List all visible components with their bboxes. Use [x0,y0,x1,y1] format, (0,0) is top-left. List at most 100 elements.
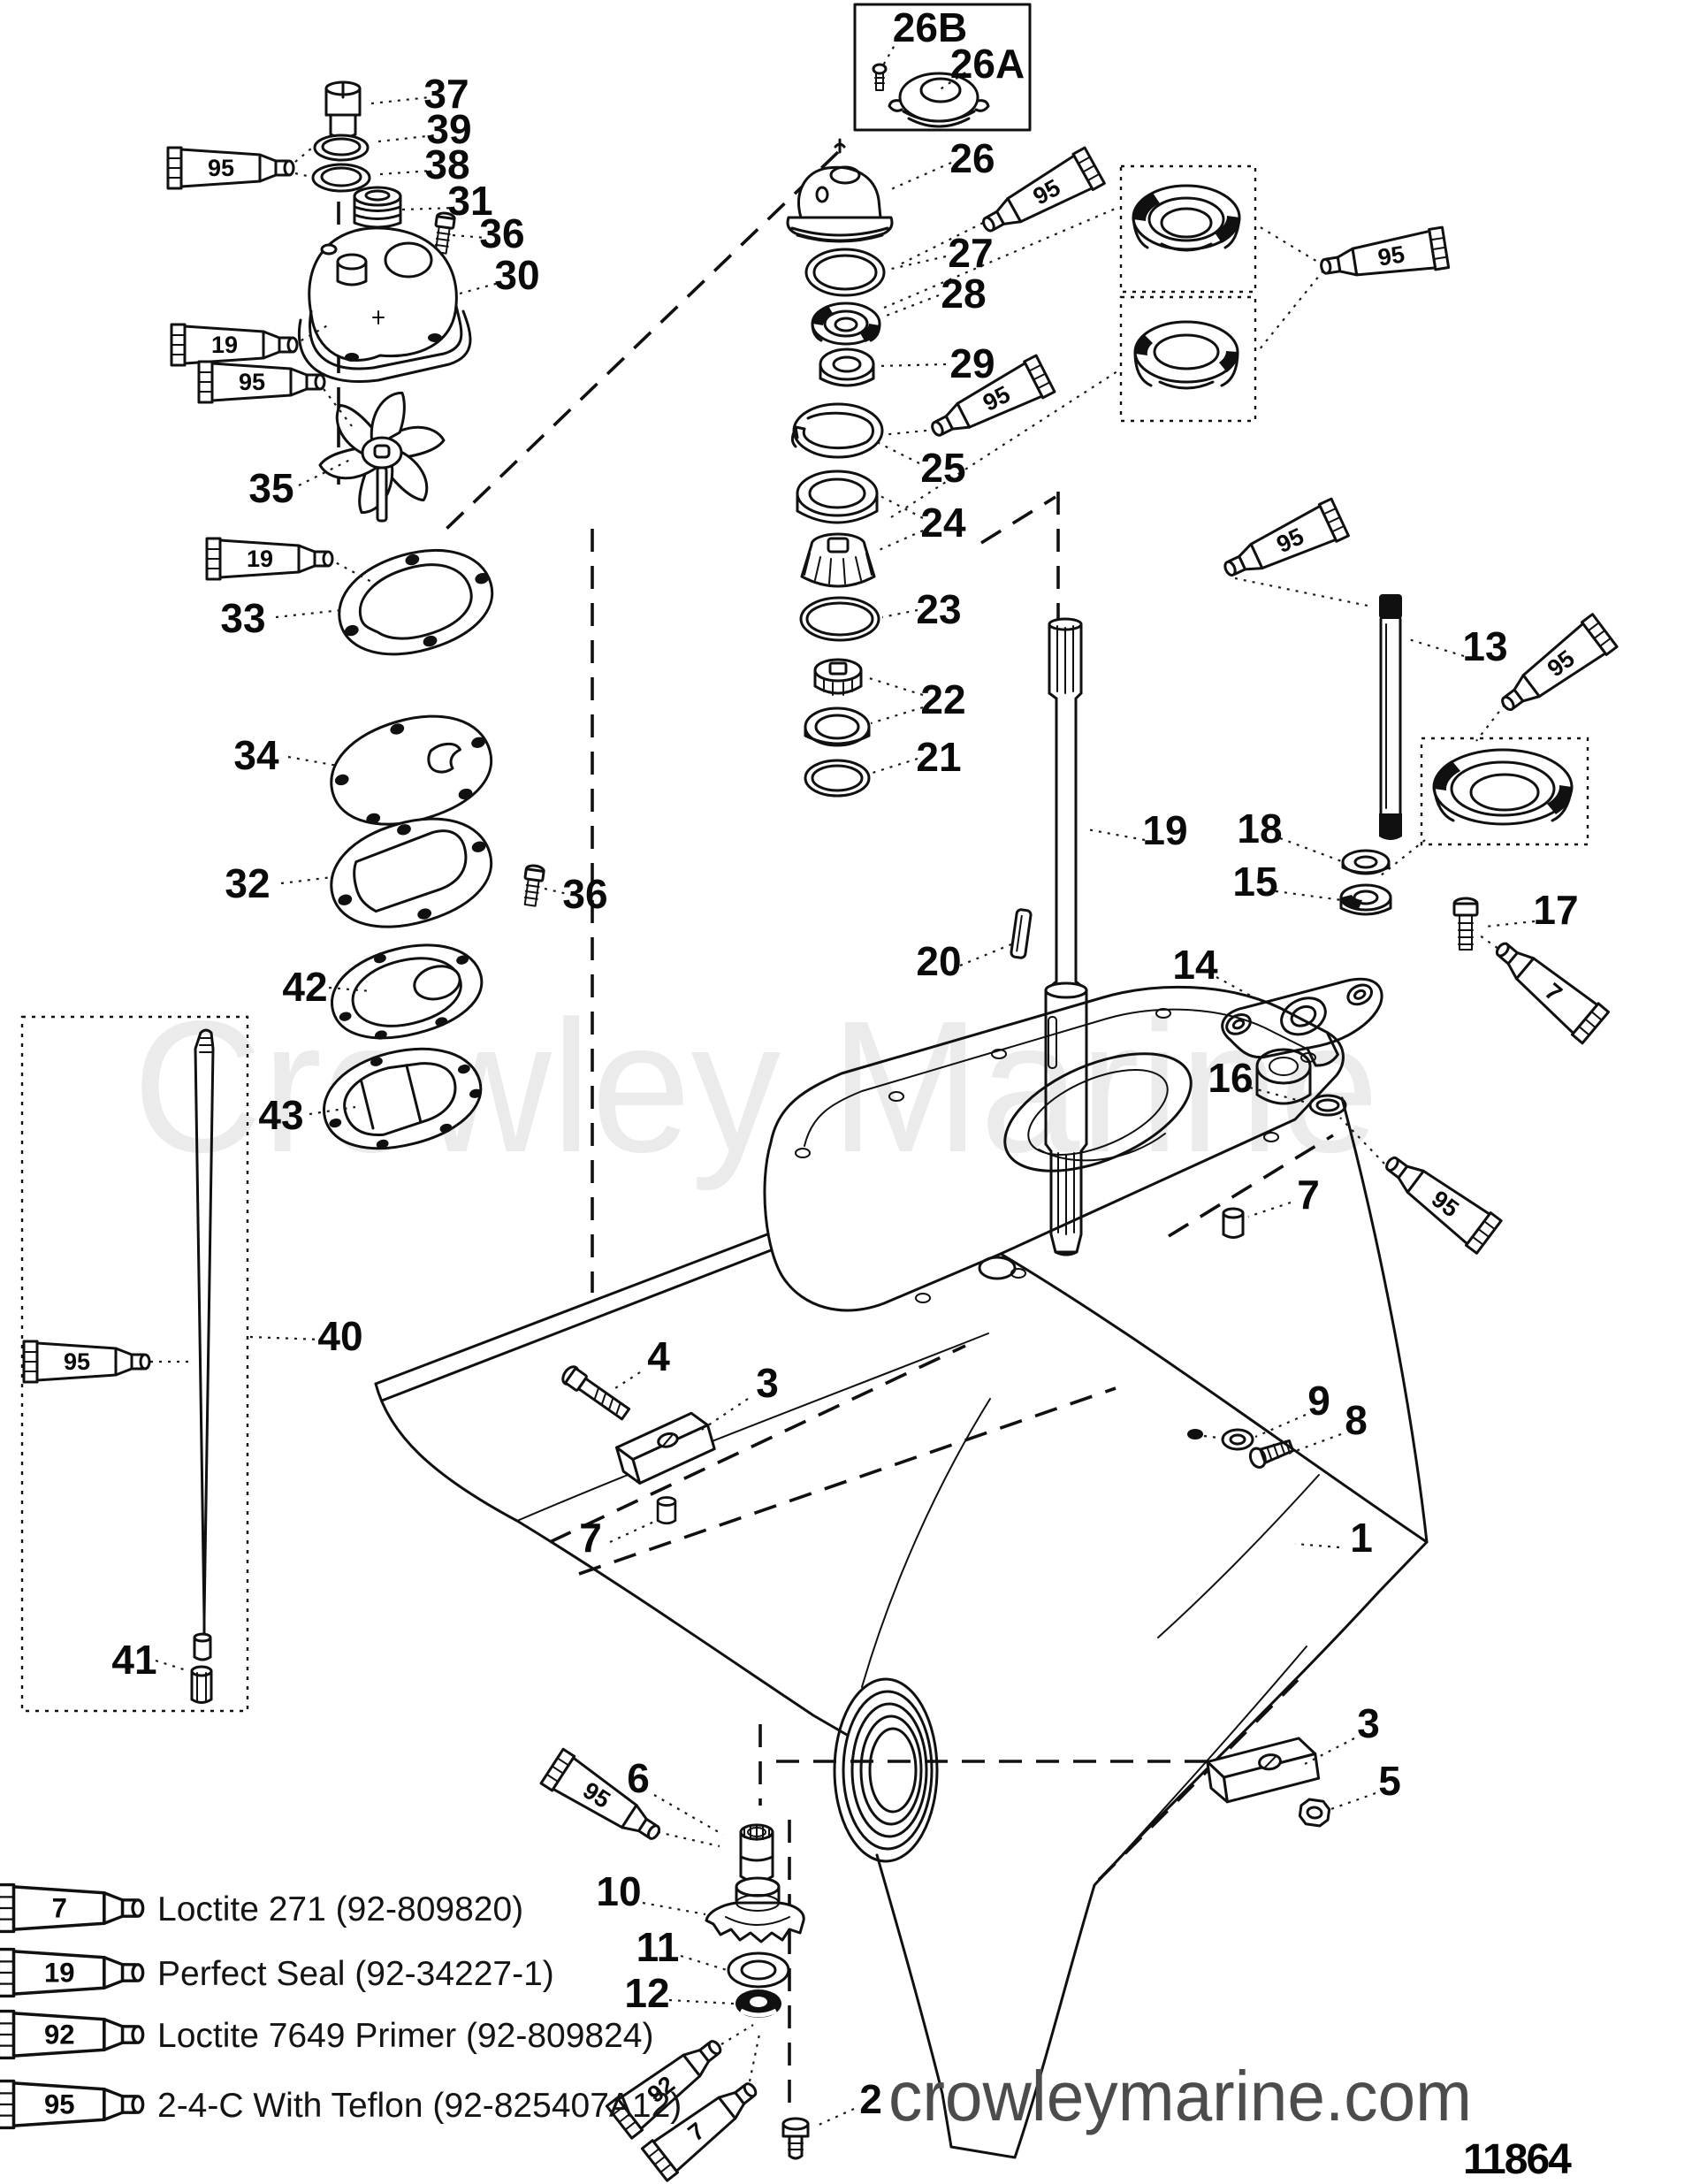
part-label-40: 40 [317,1313,362,1359]
tube-label-95: 95 [64,1348,90,1375]
part-label-41: 41 [111,1637,156,1683]
sealant-tube-95: 95 [166,146,295,190]
part-9-washer [1221,1428,1254,1451]
part-label-10: 10 [596,1868,641,1914]
leader-line [642,1901,706,1916]
leader-line [1325,1791,1376,1813]
part-11-thrust-ring [727,1951,790,1989]
legend-row-95: 95 2-4-C With Teflon (92-825407A12) [0,2079,682,2130]
part-label-37: 37 [423,71,469,117]
leader-line [870,706,924,725]
leader-line [1249,1086,1311,1105]
tube-label-92: 92 [44,2019,75,2050]
leader-line [1086,828,1146,842]
part-28-ball-bearing [811,302,881,346]
sealant-tube-19: 19 [170,323,299,367]
part-26a-cover-cap [888,72,990,128]
leader-line [1279,836,1345,864]
leader-line [280,875,333,885]
dashed-axis-line [445,150,840,531]
leader-line [298,459,351,486]
leader-line [865,676,924,697]
part-5-nut [1298,1798,1331,1828]
part-label-9: 9 [1307,1378,1330,1424]
part-label-26B: 26B [893,4,967,50]
leader-line [370,95,431,105]
cover-26-inset-box [853,3,1032,132]
part-label-36: 36 [562,871,607,917]
site-url-text: crowleymarine.com [888,2057,1472,2135]
legend-text-7: Loctite 271 (92-809820) [157,1890,523,1928]
leader-line [1254,1413,1307,1439]
sealant-tube-95: 95 [1320,225,1451,277]
leader-line [328,986,372,993]
leader-line [814,2107,855,2128]
part-label-4: 4 [647,1333,670,1379]
leader-line [887,255,947,271]
leader-line [1405,637,1465,658]
leader-line [1484,920,1536,928]
sealant-tube-7: 7 [1495,942,1611,1045]
sealant-tube-95: 95 [1501,613,1619,712]
part-8-screw [1248,1439,1294,1469]
leader-line [155,1659,190,1673]
part-label-25: 25 [920,445,965,491]
part-22-bearing-race [804,706,871,747]
part-37-fitting [324,80,362,139]
part-7-plug-right [1222,1207,1245,1239]
leader-line [1275,890,1343,902]
leader-line [881,608,918,619]
legend-text-95: 2-4-C With Teflon (92-825407A12) [157,2087,682,2125]
sealant-tube-95: 95 [982,146,1106,233]
leader-line [317,381,353,427]
part-label-43: 43 [258,1092,303,1138]
leader-line [720,2024,754,2045]
part-39-seal-ring [313,134,370,162]
sealant-tube-95: 95 [0,2079,145,2130]
race-inset-lower [1133,320,1239,390]
leader-line [657,1830,720,1848]
part-43-gasket [323,1047,483,1150]
part-22-bearing-cage [813,658,863,696]
leader-line [452,233,487,240]
leader-line [699,1398,749,1432]
shift-shaft-detail-box [20,1015,249,1713]
part-label-21: 21 [916,734,961,780]
part-16-o-ring [1308,1094,1347,1117]
leader-line [874,529,924,554]
leader-line [1258,225,1324,266]
part-32-gasket [330,817,493,928]
part-23-shim-ring [799,596,880,642]
part-label-31: 31 [447,178,492,224]
leader-line [1203,1434,1226,1440]
part-1-gear-housing [374,985,1429,2159]
part-18-washer [1341,849,1391,875]
part-29-spacer [819,347,875,387]
bearing-detail-box-upper [1119,164,1257,294]
leader-line [459,280,503,295]
part-label-28: 28 [941,271,986,317]
leader-line [275,608,342,619]
part-label-5: 5 [1378,1758,1401,1804]
part-19-driveshaft [1044,617,1088,1256]
leader-line [1234,577,1373,608]
leader-line [876,441,920,464]
part-7-plug-left [656,1496,677,1525]
part-label-16: 16 [1208,1055,1253,1101]
part-label-6: 6 [627,1755,650,1801]
part-35-impeller [318,391,446,523]
leader-line [959,943,1012,967]
part-label-19: 19 [1142,807,1187,853]
leader-line [1475,704,1505,742]
leader-line [377,134,436,143]
part-label-38: 38 [424,141,469,187]
part-label-15: 15 [1232,859,1277,905]
leader-line [1302,1737,1355,1766]
leader-line [614,1371,641,1389]
leader-lines [141,38,1536,2128]
